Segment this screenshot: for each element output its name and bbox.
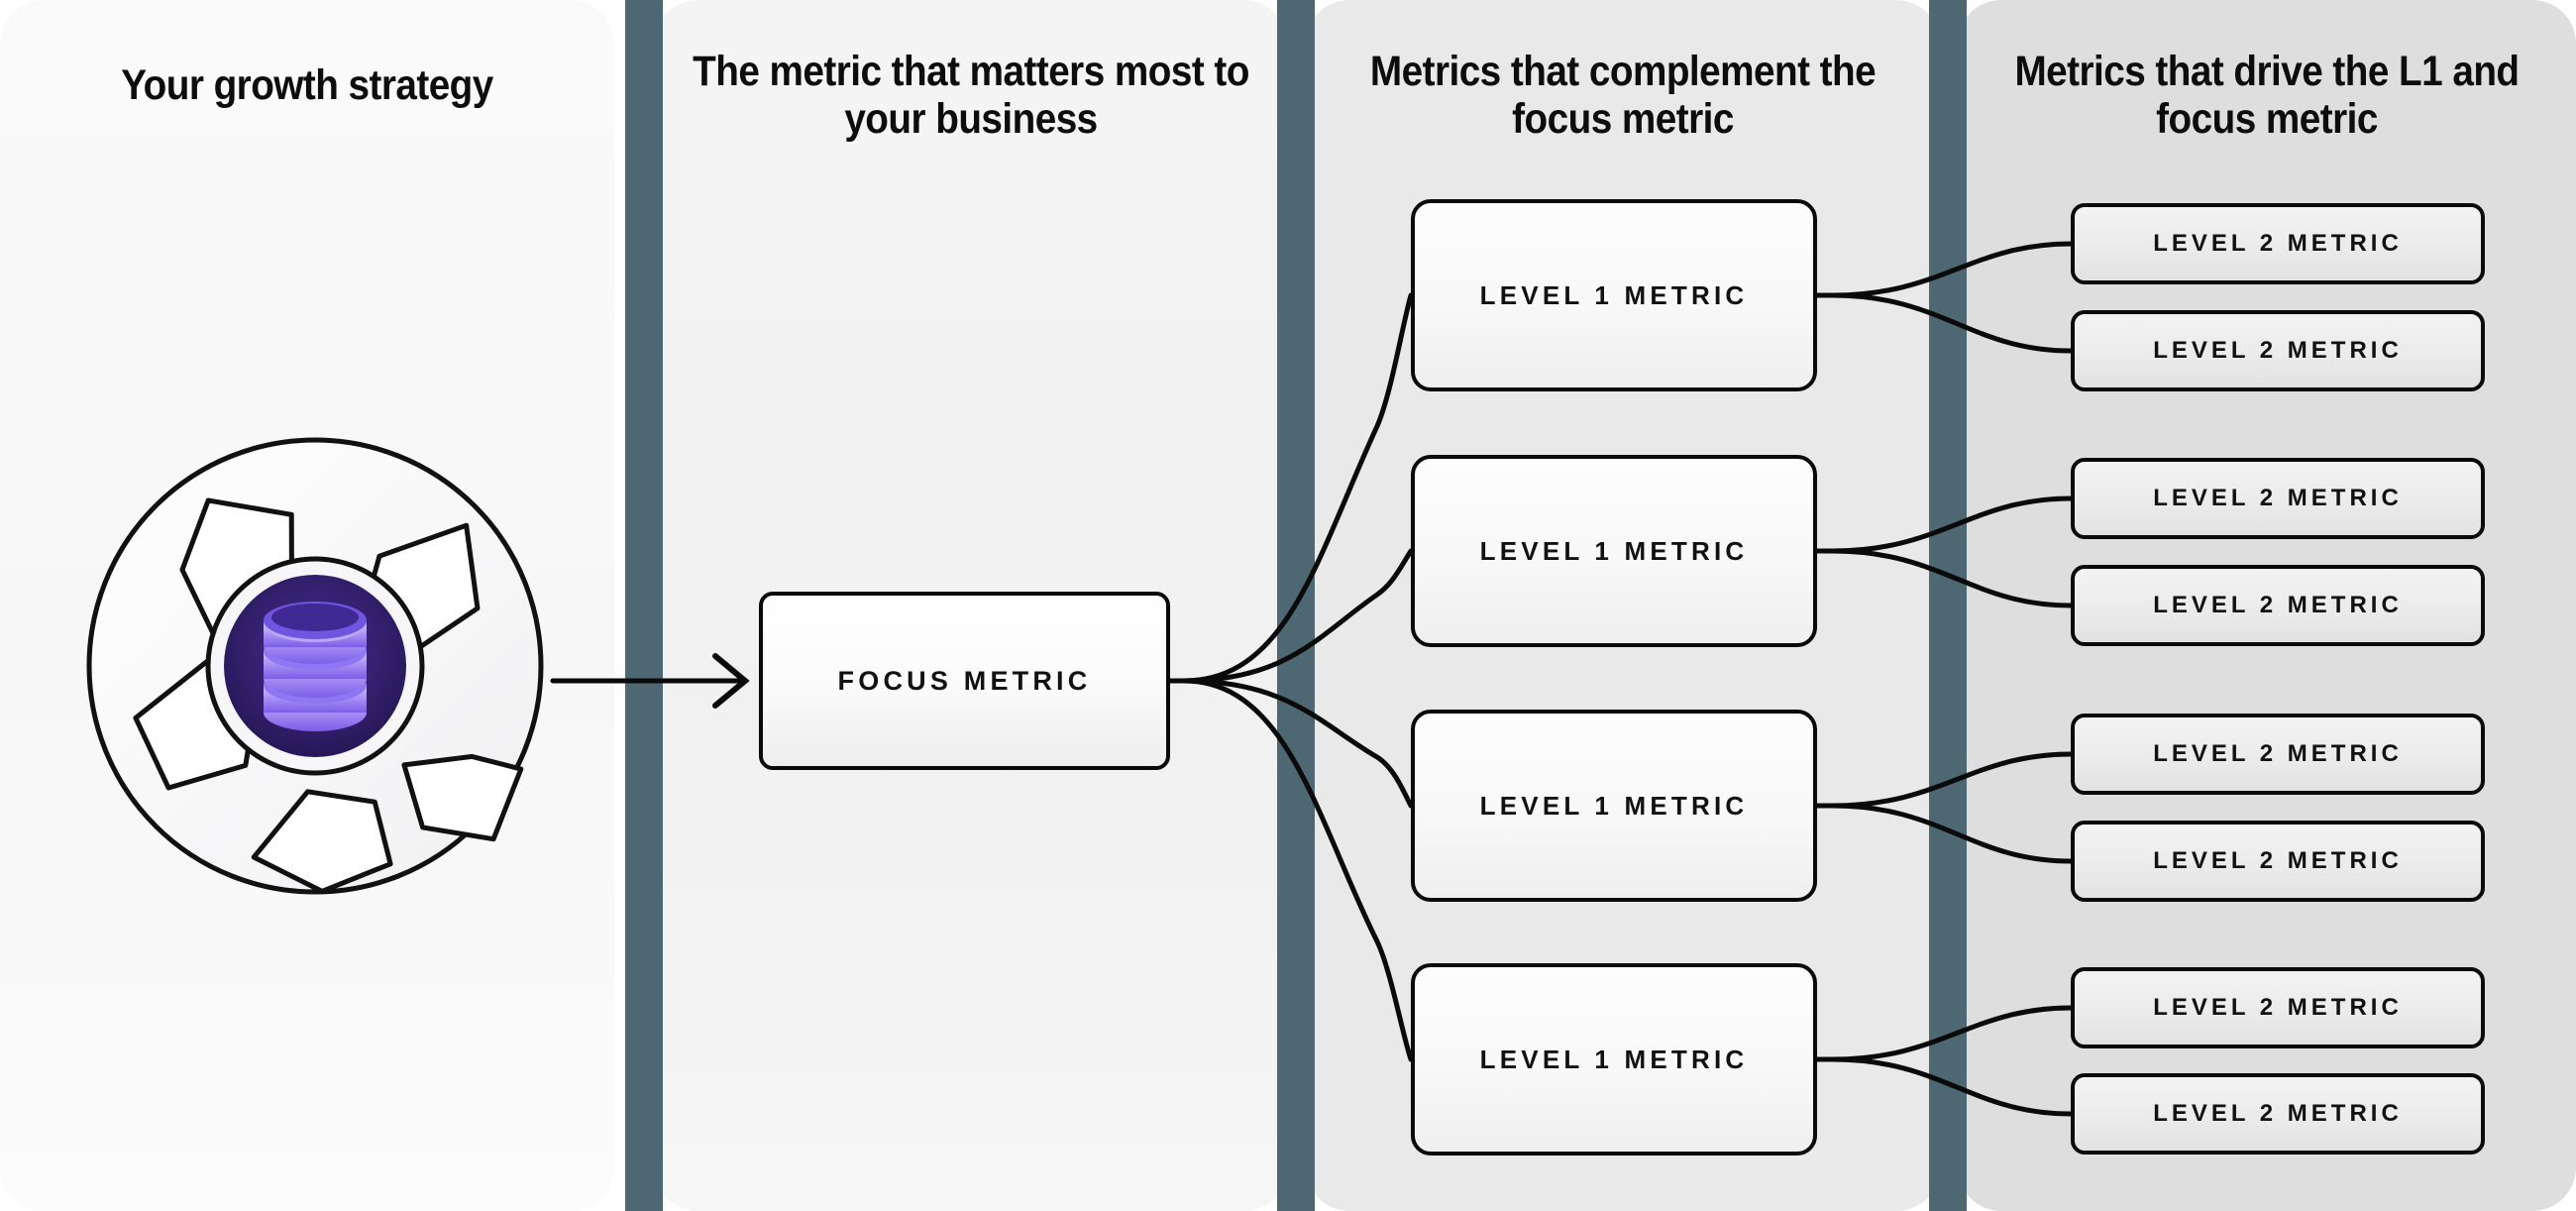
level-2-metric-box-8[interactable]: LEVEL 2 METRIC xyxy=(2071,1073,2485,1155)
level-2-metric-box-5[interactable]: LEVEL 2 METRIC xyxy=(2071,714,2485,795)
level-2-metric-box-3[interactable]: LEVEL 2 METRIC xyxy=(2071,458,2485,539)
column-divider-2 xyxy=(1277,0,1315,1211)
level-2-metric-box-2[interactable]: LEVEL 2 METRIC xyxy=(2071,310,2485,391)
level-1-metric-box-3[interactable]: LEVEL 1 METRIC xyxy=(1411,710,1817,902)
level-1-metric-box-4[interactable]: LEVEL 1 METRIC xyxy=(1411,963,1817,1156)
database-aperture-logo xyxy=(86,437,544,895)
column-divider-1 xyxy=(625,0,663,1211)
column-divider-3 xyxy=(1929,0,1967,1211)
level-1-metric-box-1[interactable]: LEVEL 1 METRIC xyxy=(1411,199,1817,391)
level-2-metric-box-1[interactable]: LEVEL 2 METRIC xyxy=(2071,203,2485,284)
focus-metric-box[interactable]: FOCUS METRIC xyxy=(759,592,1170,770)
column-title-level-1: Metrics that complement the focus metric xyxy=(1369,48,1877,144)
level-1-metric-box-2[interactable]: LEVEL 1 METRIC xyxy=(1411,455,1817,647)
column-title-growth-strategy: Your growth strategy xyxy=(121,61,493,109)
column-title-focus-metric: The metric that matters most to your bus… xyxy=(693,48,1249,144)
level-2-metric-box-6[interactable]: LEVEL 2 METRIC xyxy=(2071,821,2485,902)
column-title-level-2: Metrics that drive the L1 and focus metr… xyxy=(2014,48,2520,144)
database-icon xyxy=(264,602,367,731)
level-2-metric-box-4[interactable]: LEVEL 2 METRIC xyxy=(2071,565,2485,646)
level-2-metric-box-7[interactable]: LEVEL 2 METRIC xyxy=(2071,967,2485,1048)
